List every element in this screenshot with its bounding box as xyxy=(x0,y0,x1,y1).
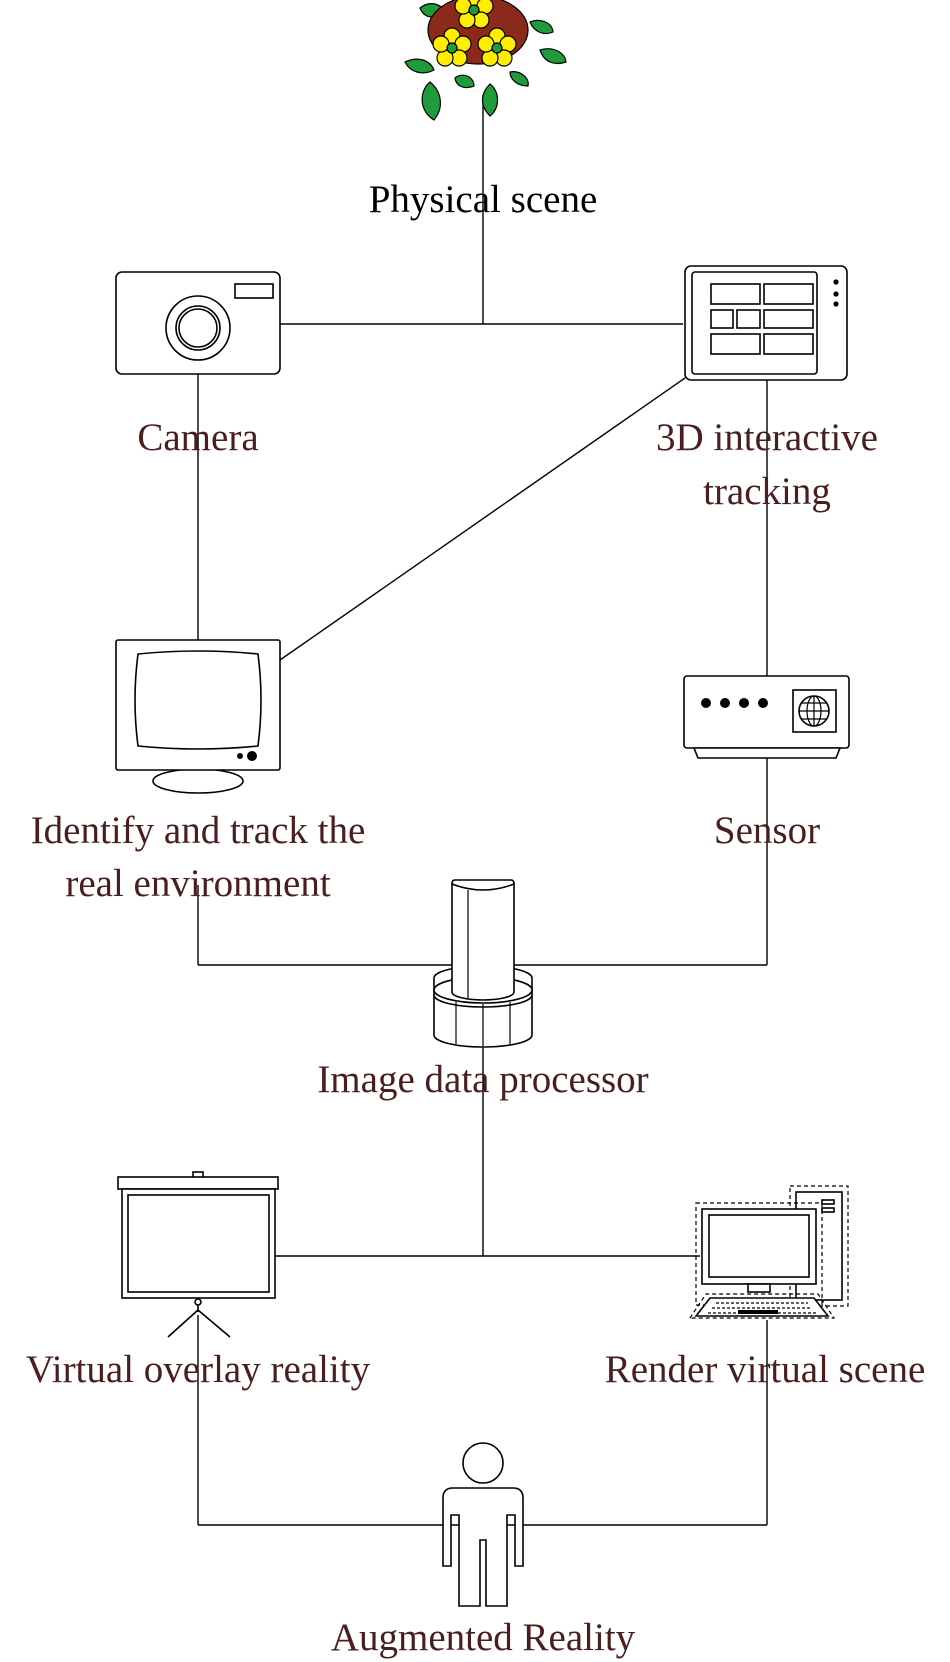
label-tracking-line2: tracking xyxy=(703,470,831,513)
label-physical-scene: Physical scene xyxy=(369,178,598,221)
flower-bouquet-icon xyxy=(404,0,567,121)
desktop-computer-icon xyxy=(688,1185,849,1319)
connector-tablet-monitor xyxy=(279,377,686,661)
tablet-icon xyxy=(684,265,848,381)
label-image-processor: Image data processor xyxy=(317,1058,648,1101)
label-virtual-overlay: Virtual overlay reality xyxy=(26,1348,371,1391)
crt-monitor-icon xyxy=(115,639,281,794)
cylinder-processor-icon xyxy=(433,879,533,1048)
camera-icon xyxy=(115,271,281,375)
projection-screen-icon xyxy=(117,1171,279,1338)
label-sensor: Sensor xyxy=(714,809,820,852)
label-render-scene: Render virtual scene xyxy=(605,1348,926,1391)
label-tracking-line1: 3D interactive xyxy=(656,416,878,459)
connector-lines xyxy=(197,95,768,1526)
person-icon xyxy=(442,1442,524,1607)
label-camera: Camera xyxy=(137,416,258,459)
label-identify-line2: real environment xyxy=(65,862,330,905)
label-identify-line1: Identify and track the xyxy=(31,809,366,852)
sensor-device-icon xyxy=(683,675,850,759)
label-augmented-reality: Augmented Reality xyxy=(331,1616,636,1659)
